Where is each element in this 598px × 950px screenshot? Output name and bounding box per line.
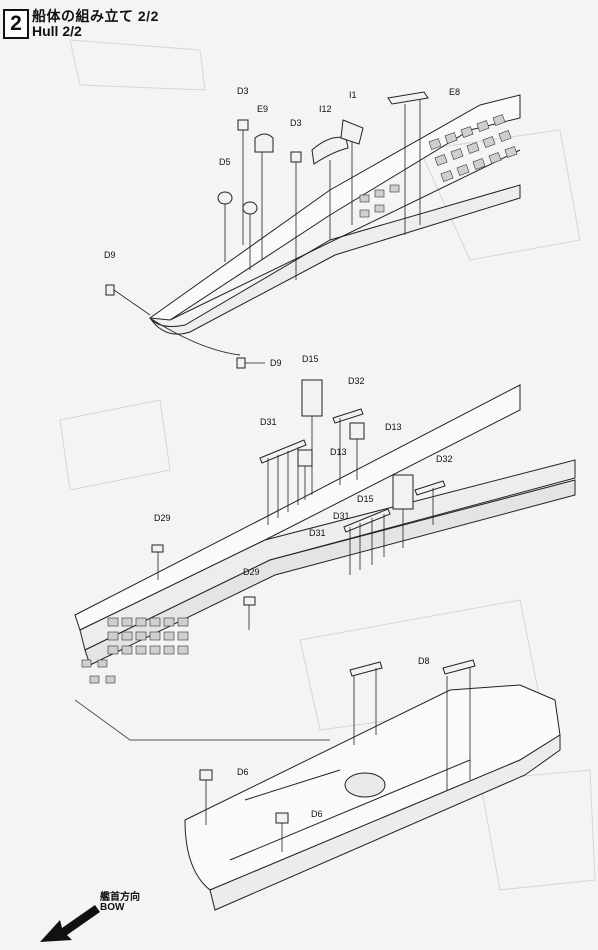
part-d3-left — [237, 119, 249, 131]
part-d31-upper — [259, 439, 307, 464]
part-labels: D3 E9 I12 I1 E8 D3 D5 D9 D9 D15 D32 D31 … — [104, 86, 460, 819]
mid-hull-section — [74, 384, 576, 741]
step-title-japanese: 船体の組み立て 2/2 — [32, 8, 159, 24]
part-d31-lower — [343, 508, 391, 533]
label-d32-lower: D32 — [436, 454, 453, 464]
label-e8: E8 — [449, 87, 460, 97]
label-d9-bottom: D9 — [270, 358, 282, 368]
upper-leader-lines — [113, 100, 421, 364]
mid-leader-lines — [157, 416, 434, 630]
bow-direction-english: BOW — [100, 902, 125, 913]
label-d6-upper: D6 — [237, 767, 249, 777]
step-title-english: Hull 2/2 — [32, 23, 82, 39]
part-e9 — [254, 133, 274, 153]
bow-hull-section — [148, 94, 521, 356]
label-d13-upper: D13 — [385, 422, 402, 432]
label-d31-mid: D31 — [333, 511, 350, 521]
bow-direction-japanese: 艦首方向 — [100, 892, 140, 903]
part-d3-right — [290, 151, 302, 163]
part-d15-upper — [301, 379, 323, 417]
upper-parts — [105, 91, 429, 369]
label-i1: I1 — [349, 90, 357, 100]
label-d31-upper: D31 — [260, 417, 277, 427]
part-d9-bottom — [236, 357, 246, 369]
part-d29-right — [243, 596, 256, 606]
part-i12 — [311, 136, 349, 165]
label-d29-right: D29 — [243, 567, 260, 577]
part-d9-left — [105, 284, 115, 296]
bow-direction-arrow-icon — [40, 905, 100, 942]
part-d8-right — [442, 659, 476, 675]
part-d13-upper — [349, 422, 365, 440]
stern-leader-lines — [205, 668, 471, 852]
label-d15-upper: D15 — [302, 354, 319, 364]
part-d5-lower — [242, 201, 258, 215]
part-d8-left — [349, 661, 383, 677]
label-d6-lower: D6 — [311, 809, 323, 819]
label-i12: I12 — [319, 104, 332, 114]
part-d6-upper — [199, 769, 213, 781]
part-e8 — [387, 91, 429, 105]
label-d15-lower: D15 — [357, 494, 374, 504]
label-d31-lower: D31 — [309, 528, 326, 538]
part-d13-lower — [297, 449, 313, 467]
part-d15-lower — [392, 474, 414, 510]
label-d3-left: D3 — [237, 86, 249, 96]
label-e9: E9 — [257, 104, 268, 114]
part-d29-left — [151, 544, 164, 553]
part-d6-lower — [275, 812, 289, 824]
label-d29-left: D29 — [154, 513, 171, 523]
label-d32-upper: D32 — [348, 376, 365, 386]
part-d5-upper — [217, 191, 233, 205]
label-d9-left: D9 — [104, 250, 116, 260]
part-i1 — [340, 119, 364, 145]
label-d3-right: D3 — [290, 118, 302, 128]
label-d13-lower: D13 — [330, 447, 347, 457]
label-d5: D5 — [219, 157, 231, 167]
part-d32-lower — [414, 480, 446, 496]
step-number-box: 2 — [3, 9, 29, 39]
part-d32-upper — [332, 408, 364, 424]
stern-hull-section — [184, 684, 561, 911]
label-d8: D8 — [418, 656, 430, 666]
stern-parts — [199, 659, 476, 824]
